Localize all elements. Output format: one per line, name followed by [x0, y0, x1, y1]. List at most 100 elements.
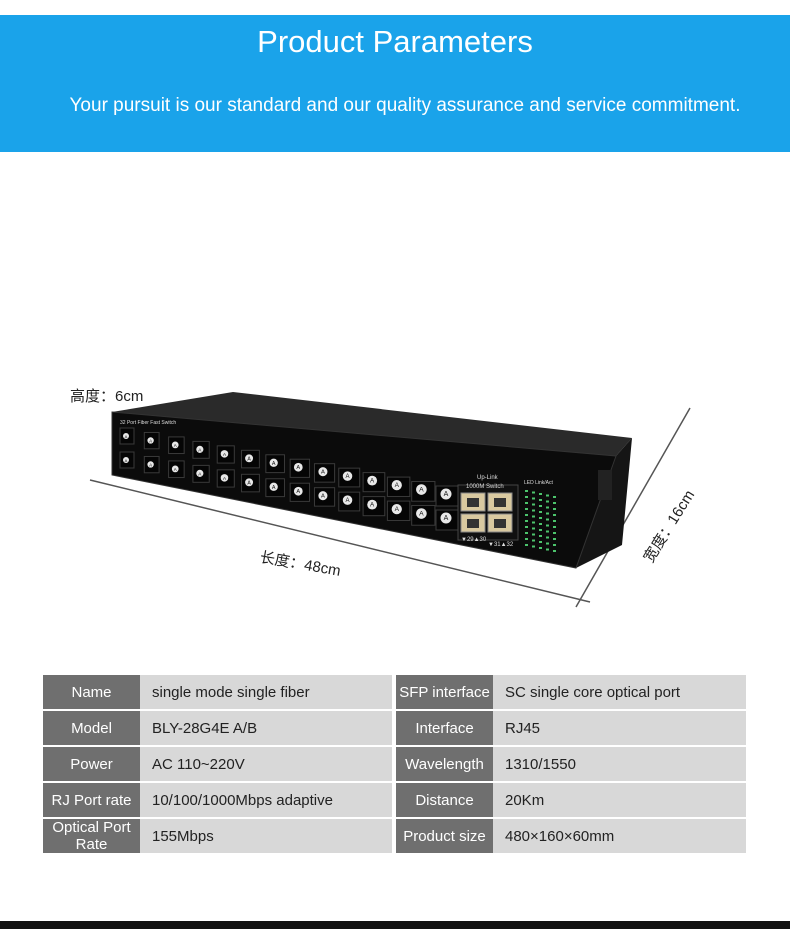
- led-indicator: [553, 496, 556, 498]
- led-label: LED Link/Act: [524, 480, 554, 486]
- port-badge: A: [174, 443, 177, 448]
- led-indicator: [525, 514, 528, 516]
- led-indicator: [532, 521, 535, 524]
- port-badge: A: [198, 447, 202, 452]
- led-indicator: [546, 548, 549, 551]
- port-badge: A: [247, 480, 251, 486]
- fiber-port: A: [216, 469, 235, 488]
- fiber-port: A: [119, 427, 135, 445]
- port-badge: A: [149, 438, 152, 443]
- led-indicator: [532, 503, 535, 506]
- fiber-port: A: [362, 472, 386, 493]
- led-indicator: [539, 547, 542, 549]
- spec-key: Wavelength: [396, 747, 493, 781]
- led-indicator: [553, 538, 556, 540]
- led-indicator: [525, 544, 528, 546]
- port-badge: A: [321, 470, 325, 476]
- spec-key: RJ Port rate: [43, 783, 140, 817]
- led-indicator: [525, 502, 528, 504]
- led-indicator: [553, 532, 556, 534]
- fiber-port: A: [435, 509, 461, 531]
- fiber-port: A: [411, 481, 436, 502]
- led-indicator: [546, 494, 549, 497]
- led-indicator: [546, 506, 549, 509]
- spec-key: Optical Port Rate: [43, 819, 140, 853]
- spec-value: 480×160×60mm: [493, 819, 746, 853]
- device-brand-label: 32 Port Fiber Fast Switch: [120, 420, 176, 426]
- fiber-port: A: [241, 473, 260, 493]
- spec-value: 155Mbps: [140, 819, 392, 853]
- spec-value: 1310/1550: [493, 747, 746, 781]
- spec-value: 10/100/1000Mbps adaptive: [140, 783, 392, 817]
- spec-key: Product size: [396, 819, 493, 853]
- fiber-port: A: [313, 463, 336, 483]
- spec-value: BLY-28G4E A/B: [140, 711, 392, 745]
- led-indicator: [553, 520, 556, 522]
- spec-value: AC 110~220V: [140, 747, 392, 781]
- port-badge: A: [272, 485, 276, 491]
- fiber-port: A: [192, 464, 210, 483]
- led-indicator: [525, 526, 528, 528]
- port-badge: A: [395, 482, 400, 489]
- port-badge: A: [247, 456, 251, 462]
- port-badge: A: [125, 434, 128, 439]
- spec-key: Interface: [396, 711, 493, 745]
- led-indicator: [553, 550, 556, 552]
- spec-value: single mode single fiber: [140, 675, 392, 709]
- led-matrix: [525, 490, 556, 552]
- port-badge: A: [444, 515, 449, 522]
- fiber-port: A: [411, 505, 436, 526]
- uplink-label: Up-Link: [477, 475, 499, 481]
- led-indicator: [532, 539, 535, 542]
- led-indicator: [539, 529, 542, 531]
- fiber-port: A: [435, 485, 461, 507]
- led-indicator: [553, 508, 556, 510]
- spec-key: Power: [43, 747, 140, 781]
- uplink-ports-left: ▼29▲30: [461, 537, 487, 543]
- led-indicator: [546, 530, 549, 533]
- fiber-port: A: [386, 500, 411, 521]
- fiber-port: A: [119, 451, 135, 469]
- led-indicator: [532, 545, 535, 548]
- port-badge: A: [321, 494, 325, 500]
- port-badge: A: [223, 476, 227, 482]
- led-indicator: [539, 505, 542, 507]
- fiber-port: A: [289, 482, 311, 502]
- fiber-port: A: [216, 445, 235, 464]
- fiber-port: A: [313, 487, 336, 507]
- rj45-ports: [460, 492, 513, 533]
- product-image: 32 Port Fiber Fast Switch AAAAAAAAAAAAAA…: [89, 392, 691, 608]
- led-indicator: [525, 490, 528, 492]
- port-badge: A: [125, 458, 128, 463]
- port-badge: A: [296, 465, 300, 471]
- fiber-port: A: [143, 455, 160, 474]
- led-indicator: [525, 508, 528, 510]
- led-indicator: [525, 520, 528, 522]
- led-indicator: [525, 532, 528, 534]
- fiber-port: A: [362, 496, 386, 517]
- led-indicator: [546, 542, 549, 545]
- led-indicator: [532, 527, 535, 530]
- led-indicator: [539, 499, 542, 501]
- led-indicator: [532, 515, 535, 518]
- fiber-port: A: [386, 476, 411, 497]
- fiber-port: A: [192, 440, 210, 459]
- spec-key: Name: [43, 675, 140, 709]
- led-indicator: [546, 512, 549, 515]
- device-top: [112, 392, 632, 456]
- port-badge: A: [395, 506, 400, 513]
- led-indicator: [546, 524, 549, 527]
- fiber-port: A: [338, 467, 361, 488]
- port-badge: A: [370, 478, 375, 485]
- led-indicator: [546, 536, 549, 539]
- spec-key: Distance: [396, 783, 493, 817]
- fiber-port: A: [168, 460, 185, 479]
- led-indicator: [546, 500, 549, 503]
- header-banner: [0, 15, 790, 152]
